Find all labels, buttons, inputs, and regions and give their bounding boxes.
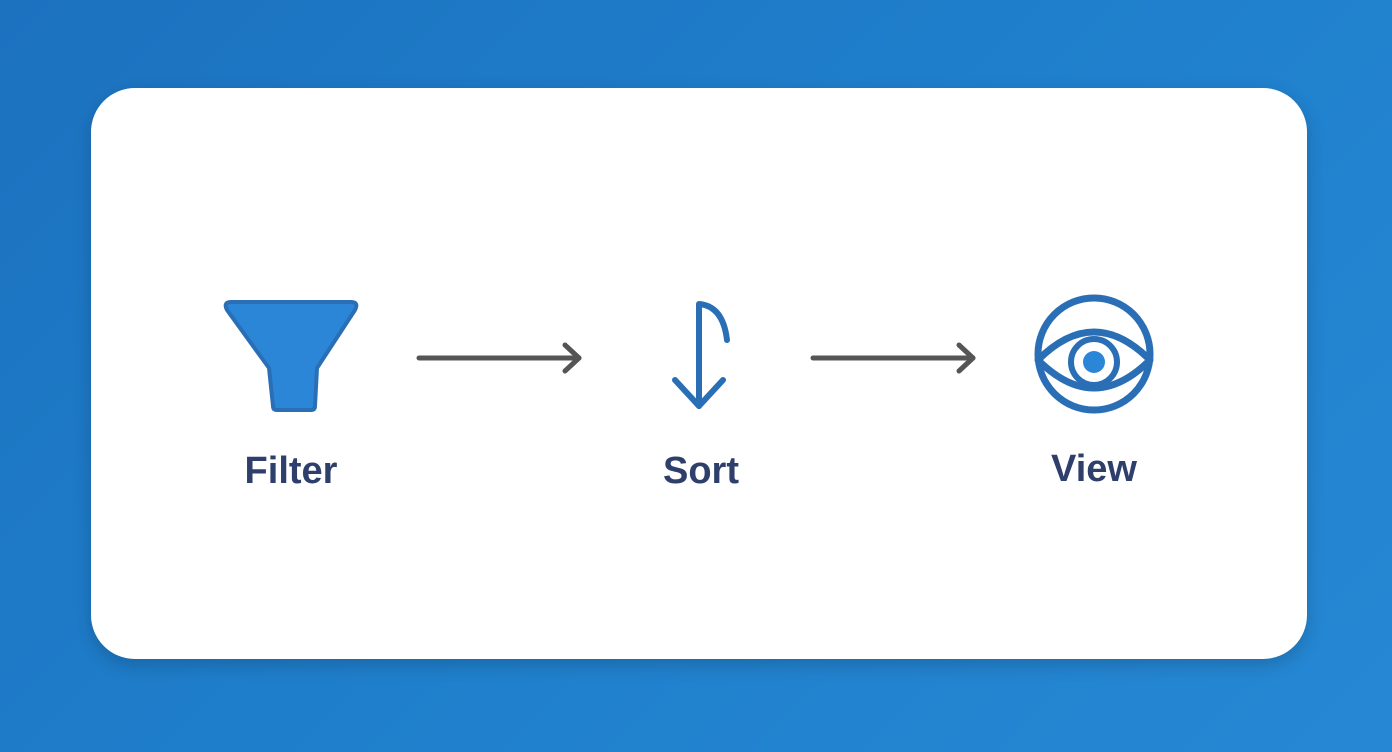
sort-arrow-icon — [672, 301, 730, 409]
arrow-right-icon — [810, 342, 976, 374]
step-view: View — [1021, 294, 1167, 491]
step-label-filter: Filter — [244, 450, 338, 492]
arrow-right-icon — [416, 342, 582, 374]
step-sort: Sort — [651, 298, 751, 493]
step-filter: Filter — [218, 298, 364, 493]
eye-icon — [1034, 294, 1154, 414]
flow-card: Filter Sort View — [91, 88, 1307, 659]
filter-funnel-icon — [223, 300, 359, 412]
step-label-sort: Sort — [663, 450, 739, 492]
step-label-view: View — [1051, 448, 1137, 490]
